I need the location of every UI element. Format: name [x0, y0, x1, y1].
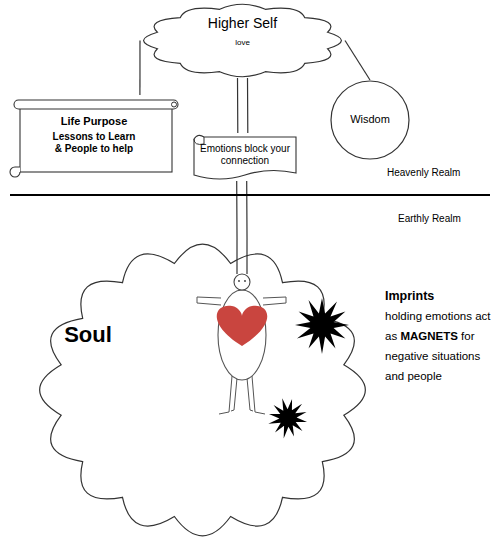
life-purpose-scroll: Life PurposeLessons to Learn & People to… — [8, 95, 180, 180]
imprint-note: Imprintsholding emotions act asMAGNETSfo… — [385, 289, 493, 385]
soul-label: Soul — [53, 322, 123, 348]
higher-self-cloud: Higher Self love — [140, 3, 345, 78]
circle-outline — [331, 81, 409, 159]
soul-cloud: Soul — [35, 240, 370, 540]
scroll-roll — [14, 100, 178, 109]
imprint-emphasis: MAGNETS — [400, 330, 458, 342]
scroll-curl — [10, 167, 20, 177]
banner-text: Emotions block your connection — [193, 143, 297, 167]
scroll-body — [20, 106, 172, 172]
banner-outline — [194, 135, 296, 179]
cloud-note: love — [140, 38, 345, 48]
realm-label: Earthly Realm — [398, 213, 461, 224]
connector-line — [345, 41, 370, 81]
imprint-heading: Imprints — [385, 289, 493, 305]
scroll-title: Life Purpose — [39, 115, 149, 128]
connector-line — [237, 181, 247, 240]
cloud-outline — [40, 244, 366, 536]
realm-divider — [10, 194, 490, 196]
emotions-banner: Emotions block your connection — [190, 133, 300, 181]
scroll-curl — [172, 102, 177, 107]
node-shape — [35, 240, 370, 540]
wisdom-circle: Wisdom — [330, 80, 410, 160]
scroll-body: Lessons to Learn & People to help — [51, 131, 137, 155]
cloud-title: Higher Self — [140, 15, 345, 32]
connector-line — [238, 78, 248, 133]
circle-label: Wisdom — [330, 113, 410, 126]
realm-label: Heavenly Realm — [387, 167, 460, 178]
connector-line — [139, 41, 140, 96]
